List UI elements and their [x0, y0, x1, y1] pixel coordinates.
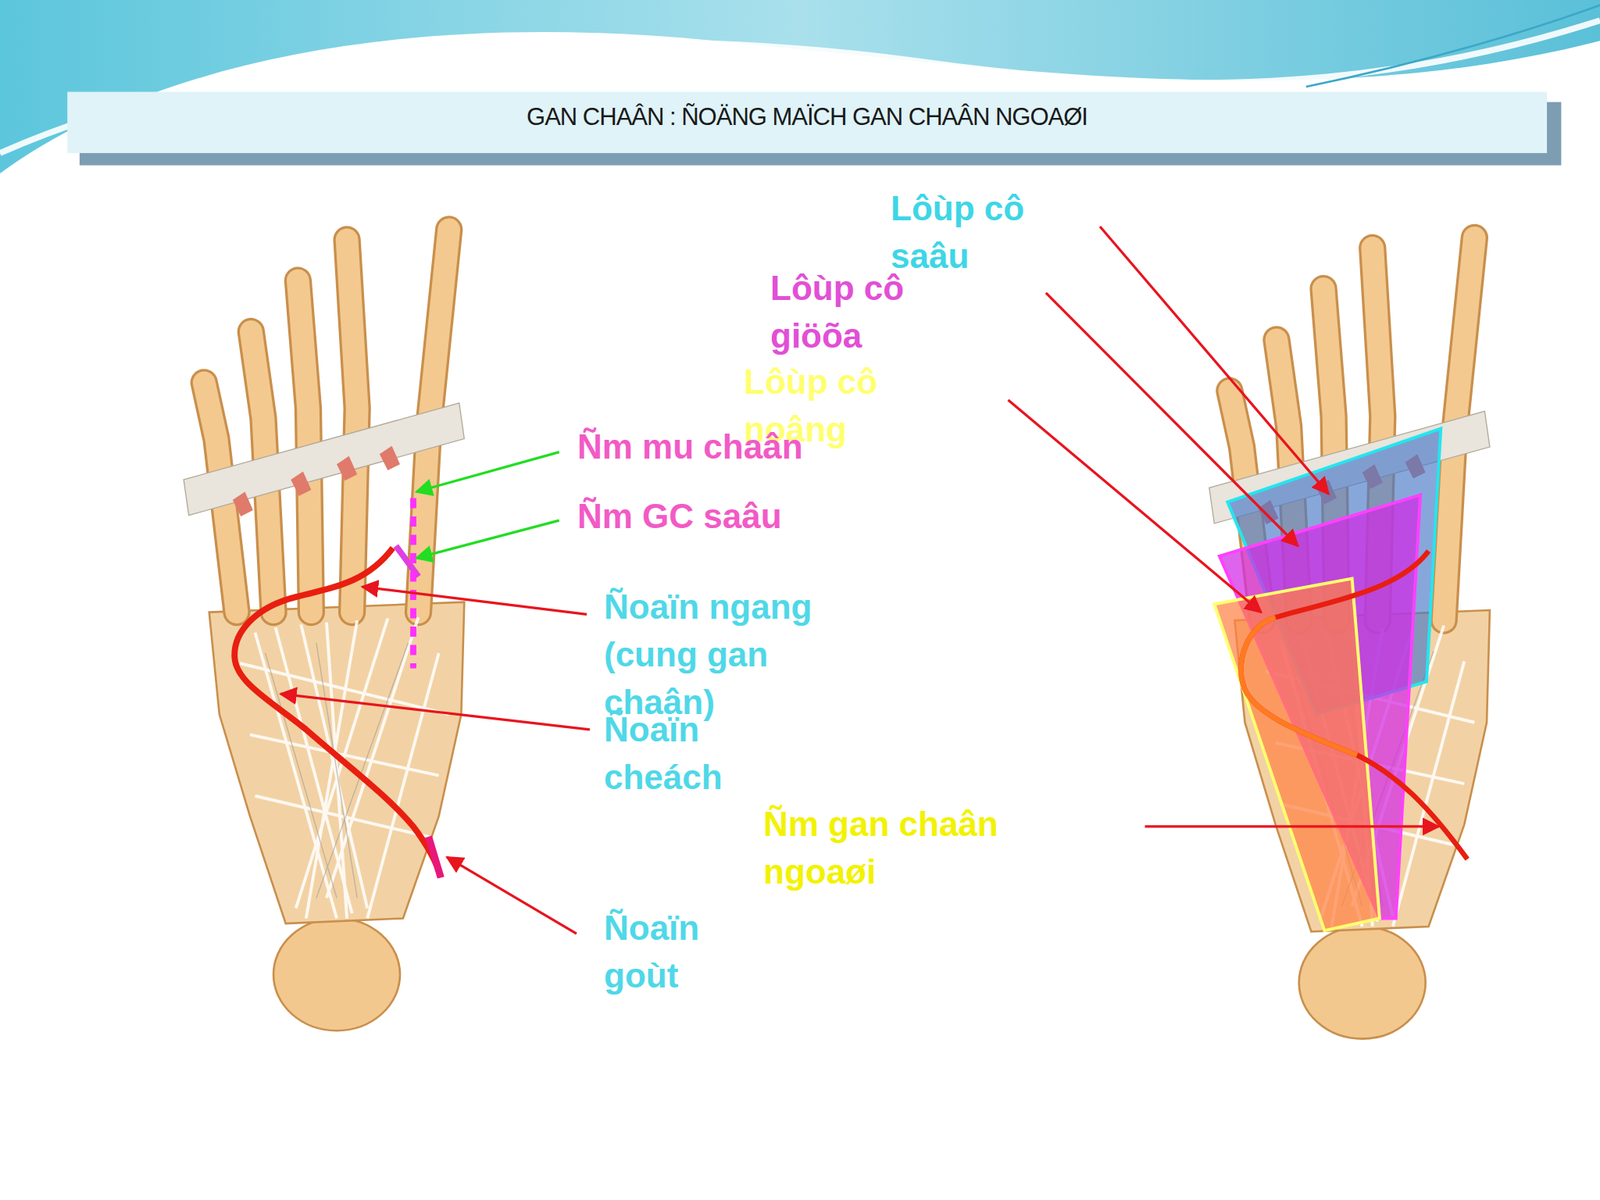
callout-label: Lôùp cô giöõa — [770, 264, 950, 360]
callout-label: Lôùp cô saâu — [890, 184, 1071, 280]
callout-label: Ñoaïn goùt — [603, 903, 761, 1000]
superficial-layer — [1214, 578, 1380, 932]
leader-line — [1144, 825, 1439, 828]
dorsalis-pedis-dotted — [410, 497, 417, 668]
leader-line — [416, 452, 560, 493]
leader-line — [1007, 400, 1261, 613]
slide-title: GAN CHAÂN : ÑOÄNG MAÏCH GAN CHAÂN NGOAØI — [67, 103, 1547, 132]
heel-segment — [428, 836, 442, 878]
header-wave-line — [1306, 5, 1600, 87]
callout-label: Ñoaïn ngang (cung gan chaân) — [603, 582, 862, 726]
leader-line — [446, 857, 577, 934]
artery-path — [1240, 617, 1358, 755]
leader-line — [362, 586, 587, 615]
callout-label: Ñm gan chaân ngoaøi — [763, 800, 1053, 896]
foot-skeleton — [1209, 237, 1490, 1039]
callout-label: Ñm GC saâu — [577, 492, 783, 540]
leader-line — [1046, 292, 1299, 547]
header-wave-line — [0, 20, 1600, 154]
leader-line — [416, 520, 560, 558]
callout-label: Ñm mu chaân — [577, 422, 804, 471]
leader-line — [1100, 226, 1329, 494]
title-banner — [67, 92, 1547, 154]
callout-label: Ñoaïn cheách — [603, 705, 784, 801]
header-wave — [0, 0, 1600, 174]
artery-path — [1240, 550, 1468, 859]
leader-line — [280, 693, 590, 730]
foot-skeleton — [183, 229, 465, 1031]
artery-path — [234, 547, 441, 878]
leader-lines — [280, 226, 1439, 934]
